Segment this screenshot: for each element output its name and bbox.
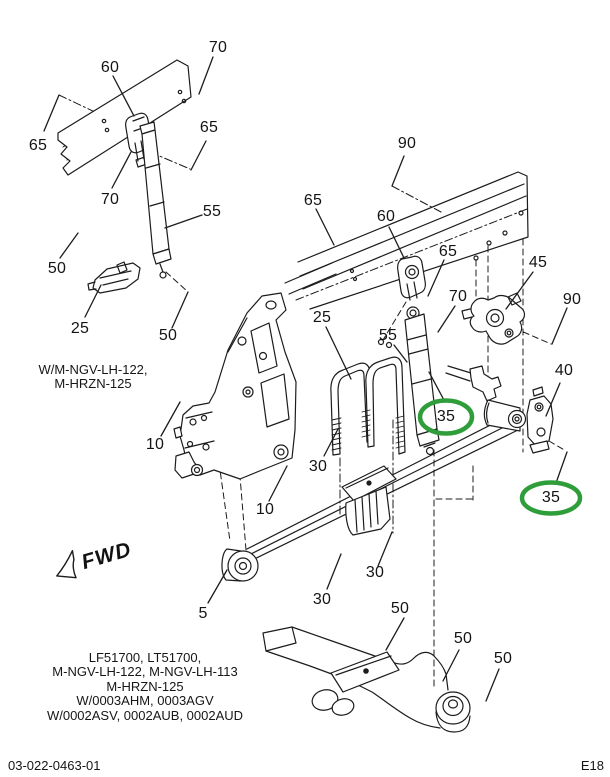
callout-70[interactable]: 70 (208, 39, 228, 56)
note-line: W/0003AHM, 0003AGV (76, 693, 214, 709)
u-bolts (330, 356, 406, 456)
callout-60[interactable]: 60 (376, 208, 396, 225)
callout-55[interactable]: 55 (202, 203, 222, 220)
note-line: LF51700, LT51700, (88, 650, 202, 665)
callout-50[interactable]: 50 (453, 630, 473, 647)
callout-45[interactable]: 45 (528, 254, 548, 271)
callout-10[interactable]: 10 (145, 436, 165, 453)
spring-clip (445, 365, 502, 402)
highlight-ellipse-rear[interactable] (519, 480, 583, 516)
page-code: E18 (580, 758, 604, 773)
center-shock-bracket (377, 255, 426, 349)
fwd-direction-marker: FWD (56, 538, 134, 579)
shackle (526, 386, 554, 454)
callout-65[interactable]: 65 (199, 119, 219, 136)
callout-30[interactable]: 30 (365, 564, 385, 581)
highlight-ring[interactable] (519, 480, 583, 516)
axle-spacer-block (345, 486, 391, 536)
cast-bracket-45 (461, 292, 526, 345)
callout-leader-lines (43, 56, 568, 702)
callout-5[interactable]: 5 (198, 605, 208, 622)
front-axle (262, 626, 471, 733)
fwd-label: FWD (79, 538, 134, 574)
callout-35-circled[interactable]: 35 (541, 489, 561, 506)
callout-50[interactable]: 50 (390, 600, 410, 617)
callout-50[interactable]: 50 (493, 650, 513, 667)
note-line: M-HRZN-125 (106, 678, 184, 694)
callout-10[interactable]: 10 (255, 501, 275, 518)
document-number: 03-022-0463-01 (8, 758, 101, 773)
callout-25[interactable]: 25 (312, 309, 332, 326)
center-frame-rail (284, 171, 529, 310)
note-line: W/0002ASV, 0002AUB, 0002AUD (46, 707, 244, 723)
callout-65[interactable]: 65 (28, 137, 48, 154)
applicability-note-left: W/M-NGV-LH-122, M-HRZN-125 (17, 362, 169, 392)
note-line: M-HRZN-125 (54, 376, 132, 392)
callout-70[interactable]: 70 (100, 191, 120, 208)
highlight-ring[interactable] (417, 398, 475, 436)
upper-shock-absorber (139, 121, 172, 279)
callout-60[interactable]: 60 (100, 59, 120, 76)
callout-50[interactable]: 50 (158, 327, 178, 344)
spring-seat-plate (341, 465, 397, 502)
callout-25[interactable]: 25 (70, 320, 90, 337)
callout-50[interactable]: 50 (47, 260, 67, 277)
callout-30[interactable]: 30 (312, 591, 332, 608)
rear-eye-bushing (483, 399, 527, 432)
callout-40[interactable]: 40 (554, 362, 574, 379)
callout-90[interactable]: 90 (562, 291, 582, 308)
fwd-arrow-icon (56, 549, 77, 579)
callout-70[interactable]: 70 (448, 288, 468, 305)
upper-frame-rail (57, 59, 192, 176)
leaf-spring (221, 412, 519, 582)
frame-hanger-casting (173, 292, 297, 480)
callout-30[interactable]: 30 (308, 458, 328, 475)
lower-shock-mount (87, 261, 141, 294)
callout-65[interactable]: 65 (438, 243, 458, 260)
callout-65[interactable]: 65 (303, 192, 323, 209)
callout-90[interactable]: 90 (397, 135, 417, 152)
note-line: W/M-NGV-LH-122, (38, 362, 148, 377)
highlight-ellipse-front[interactable] (417, 398, 475, 436)
callout-35-circled[interactable]: 35 (436, 408, 456, 425)
applicability-note-bottom: LF51700, LT51700, M-NGV-LH-122, M-NGV-LH… (26, 650, 264, 723)
note-line: M-NGV-LH-122, M-NGV-LH-113 (52, 664, 238, 680)
callout-55[interactable]: 55 (378, 327, 398, 344)
